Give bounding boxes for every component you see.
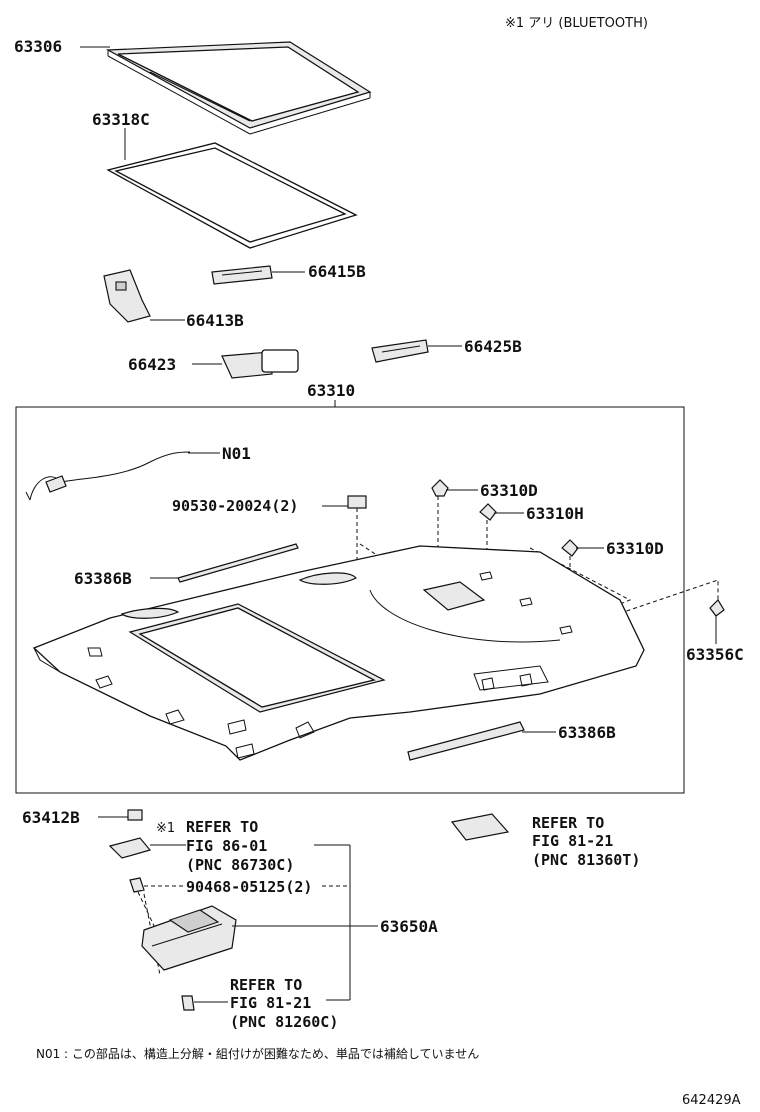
- ref1-line1: REFER TO: [186, 818, 258, 836]
- ref3-line2: FIG 81-21: [230, 994, 311, 1012]
- ref1-line2: FIG 86-01: [186, 837, 267, 855]
- part-63306-sunshade: [105, 41, 372, 135]
- figure-id: 642429A: [682, 1093, 741, 1108]
- part-63310D-clip-b: [561, 539, 579, 557]
- part-63310H-clip: [479, 503, 497, 521]
- part-ref-81360T: [450, 813, 510, 841]
- part-63310-headliner: [32, 545, 645, 761]
- label-63318C: 63318C: [92, 110, 150, 129]
- label-63412B: 63412B: [22, 808, 80, 827]
- label-66415B: 66415B: [308, 262, 366, 281]
- footnote: N01 : この部品は、構造上分解・組付けが困難なため、単品では補給していません: [36, 1046, 479, 1061]
- label-90530-20024: 90530-20024(2): [172, 497, 298, 515]
- label-63650A: 63650A: [380, 917, 438, 936]
- label-63386B-upper: 63386B: [74, 569, 132, 588]
- label-63356C: 63356C: [686, 645, 744, 664]
- label-63310D-b: 63310D: [606, 539, 664, 558]
- ref2-line2: FIG 81-21: [532, 832, 613, 850]
- ref1-line3: (PNC 86730C): [186, 856, 294, 874]
- label-66423: 66423: [128, 355, 176, 374]
- label-63310: 63310: [307, 381, 355, 400]
- part-ref-86730C: [108, 837, 152, 859]
- label-63306: 63306: [14, 37, 62, 56]
- part-ref-81260C-bulb: [181, 995, 195, 1011]
- ref3-line3: (PNC 81260C): [230, 1013, 338, 1031]
- part-66423: [221, 349, 299, 379]
- label-N01: N01: [222, 444, 251, 463]
- part-63356C-clip: [709, 599, 725, 617]
- ref2-line3: (PNC 81360T): [532, 851, 640, 869]
- label-63386B-lower: 63386B: [558, 723, 616, 742]
- ref3-line1: REFER TO: [230, 976, 302, 994]
- part-66415B: [211, 265, 273, 285]
- part-66413B: [103, 269, 151, 323]
- ref1-mark: ※1: [156, 821, 175, 836]
- assembly-box-63310: [15, 406, 685, 794]
- part-63318C-seal: [106, 142, 358, 249]
- part-63386B-upper: [177, 543, 299, 583]
- part-N01-harness: [25, 451, 191, 501]
- part-63310D-clip-a: [431, 479, 449, 497]
- part-90530-20024: [347, 495, 367, 509]
- part-63650A-console: [141, 905, 237, 971]
- bluetooth-note: ※1 アリ (BLUETOOTH): [505, 16, 648, 31]
- label-63310H: 63310H: [526, 504, 584, 523]
- part-90468-05125: [129, 877, 145, 893]
- label-66413B: 66413B: [186, 311, 244, 330]
- label-63310D-a: 63310D: [480, 481, 538, 500]
- part-66425B: [371, 339, 429, 363]
- part-63386B-lower: [407, 721, 525, 761]
- ref2-line1: REFER TO: [532, 814, 604, 832]
- part-63412B: [127, 809, 143, 821]
- label-90468-05125: 90468-05125(2): [186, 878, 312, 896]
- label-66425B: 66425B: [464, 337, 522, 356]
